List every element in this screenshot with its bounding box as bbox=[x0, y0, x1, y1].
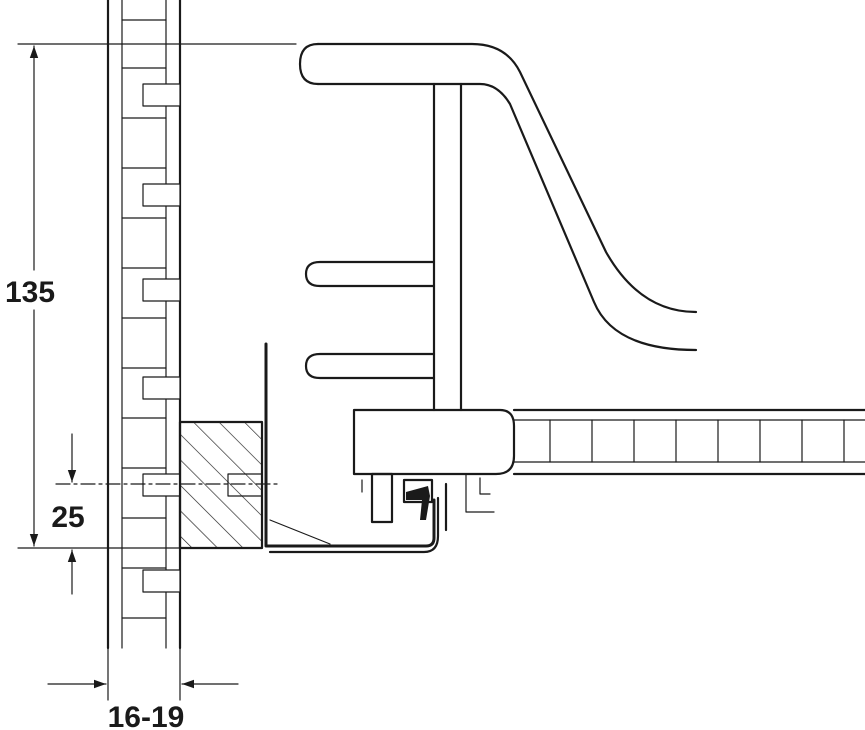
mounting-block bbox=[178, 420, 264, 550]
cabinet-side-panel bbox=[106, 0, 182, 650]
dimension-label-135: 135 bbox=[5, 276, 55, 309]
dimension-thickness-16-19: 16-19 bbox=[47, 647, 239, 730]
drawer-side-profile bbox=[264, 342, 440, 554]
dimension-offset-25: 25 bbox=[51, 433, 281, 595]
drawer-bottom-panel bbox=[512, 408, 865, 476]
drawer-railing bbox=[298, 42, 698, 412]
system-holes bbox=[142, 83, 181, 593]
dimension-height-135: 135 bbox=[5, 43, 297, 549]
dimension-label-16-19: 16-19 bbox=[108, 701, 185, 730]
dimension-label-25: 25 bbox=[51, 501, 84, 534]
front-connector bbox=[352, 408, 516, 532]
